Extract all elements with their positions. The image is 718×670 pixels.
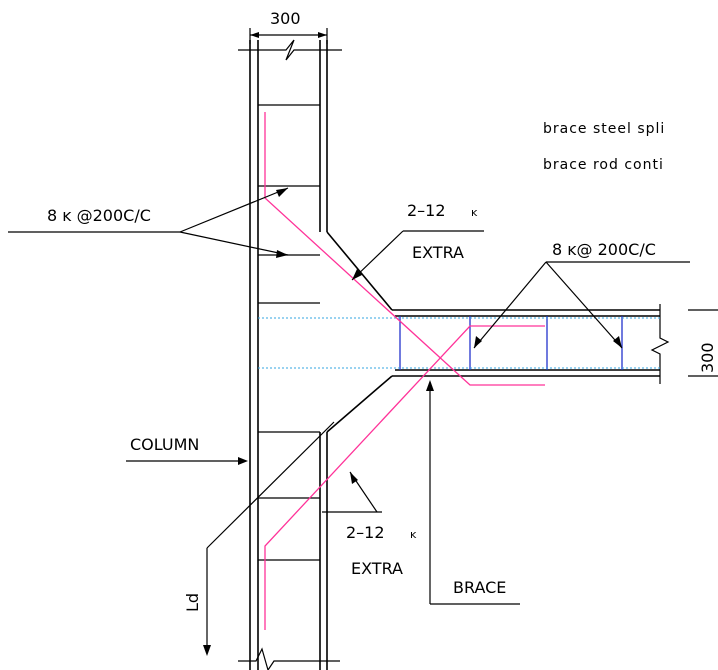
lower-extra-callout: 2–12 ĸ EXTRA (322, 471, 417, 578)
ld-label: Ld (183, 593, 202, 612)
upper-extra-leader (351, 230, 404, 281)
column-width-dimension: 300 (249, 9, 328, 44)
column-ties-callout: 8 ĸ @200C/C (8, 187, 289, 258)
main-bars (264, 112, 545, 630)
ld-callout: Ld (183, 421, 335, 656)
brace-callout: BRACE (426, 380, 520, 605)
column-ties-leader (179, 187, 289, 233)
note-line-1: brace steel spli (543, 121, 665, 137)
extra-bars-top-mark: ĸ (471, 206, 478, 219)
brace-ties-callout: 8 ĸ@ 200C/C (473, 240, 690, 349)
column-ties-label: 8 ĸ @200C/C (47, 206, 151, 225)
ld-leader (206, 421, 335, 549)
brace-depth-dimension: 300 (688, 309, 718, 377)
column-ties-leader (179, 231, 289, 256)
column-bottom-break-line (238, 647, 340, 670)
extra-bottom-label: EXTRA (351, 559, 403, 578)
extra-top-label: EXTRA (412, 243, 464, 262)
extra-bars-bottom-qty: 2–12 (346, 523, 385, 542)
upper-extra-callout: 2–12 ĸ EXTRA (351, 201, 484, 281)
brace-label: BRACE (453, 578, 506, 597)
upper-extra-bar (264, 112, 545, 386)
column-label: COLUMN (130, 435, 199, 454)
brace-ties-label: 8 ĸ@ 200C/C (552, 240, 656, 259)
lower-haunch-line (326, 375, 393, 433)
upper-haunch-line (326, 231, 393, 311)
column (238, 39, 342, 670)
column-top-break-line (238, 39, 342, 61)
extra-bars-top-qty: 2–12 (407, 201, 446, 220)
lower-extra-bar (264, 325, 545, 630)
brace (258, 222, 670, 433)
column-callout: COLUMN (126, 435, 248, 465)
brace-depth-dimension-text: 300 (698, 342, 717, 373)
brace-ties-leader (545, 261, 623, 349)
brace-ties-leader (473, 261, 547, 349)
note-line-2: brace rod conti (543, 157, 664, 173)
extra-bars-bottom-mark: ĸ (410, 528, 417, 541)
column-width-dimension-text: 300 (270, 9, 301, 28)
brace-end-break-line (650, 304, 670, 384)
